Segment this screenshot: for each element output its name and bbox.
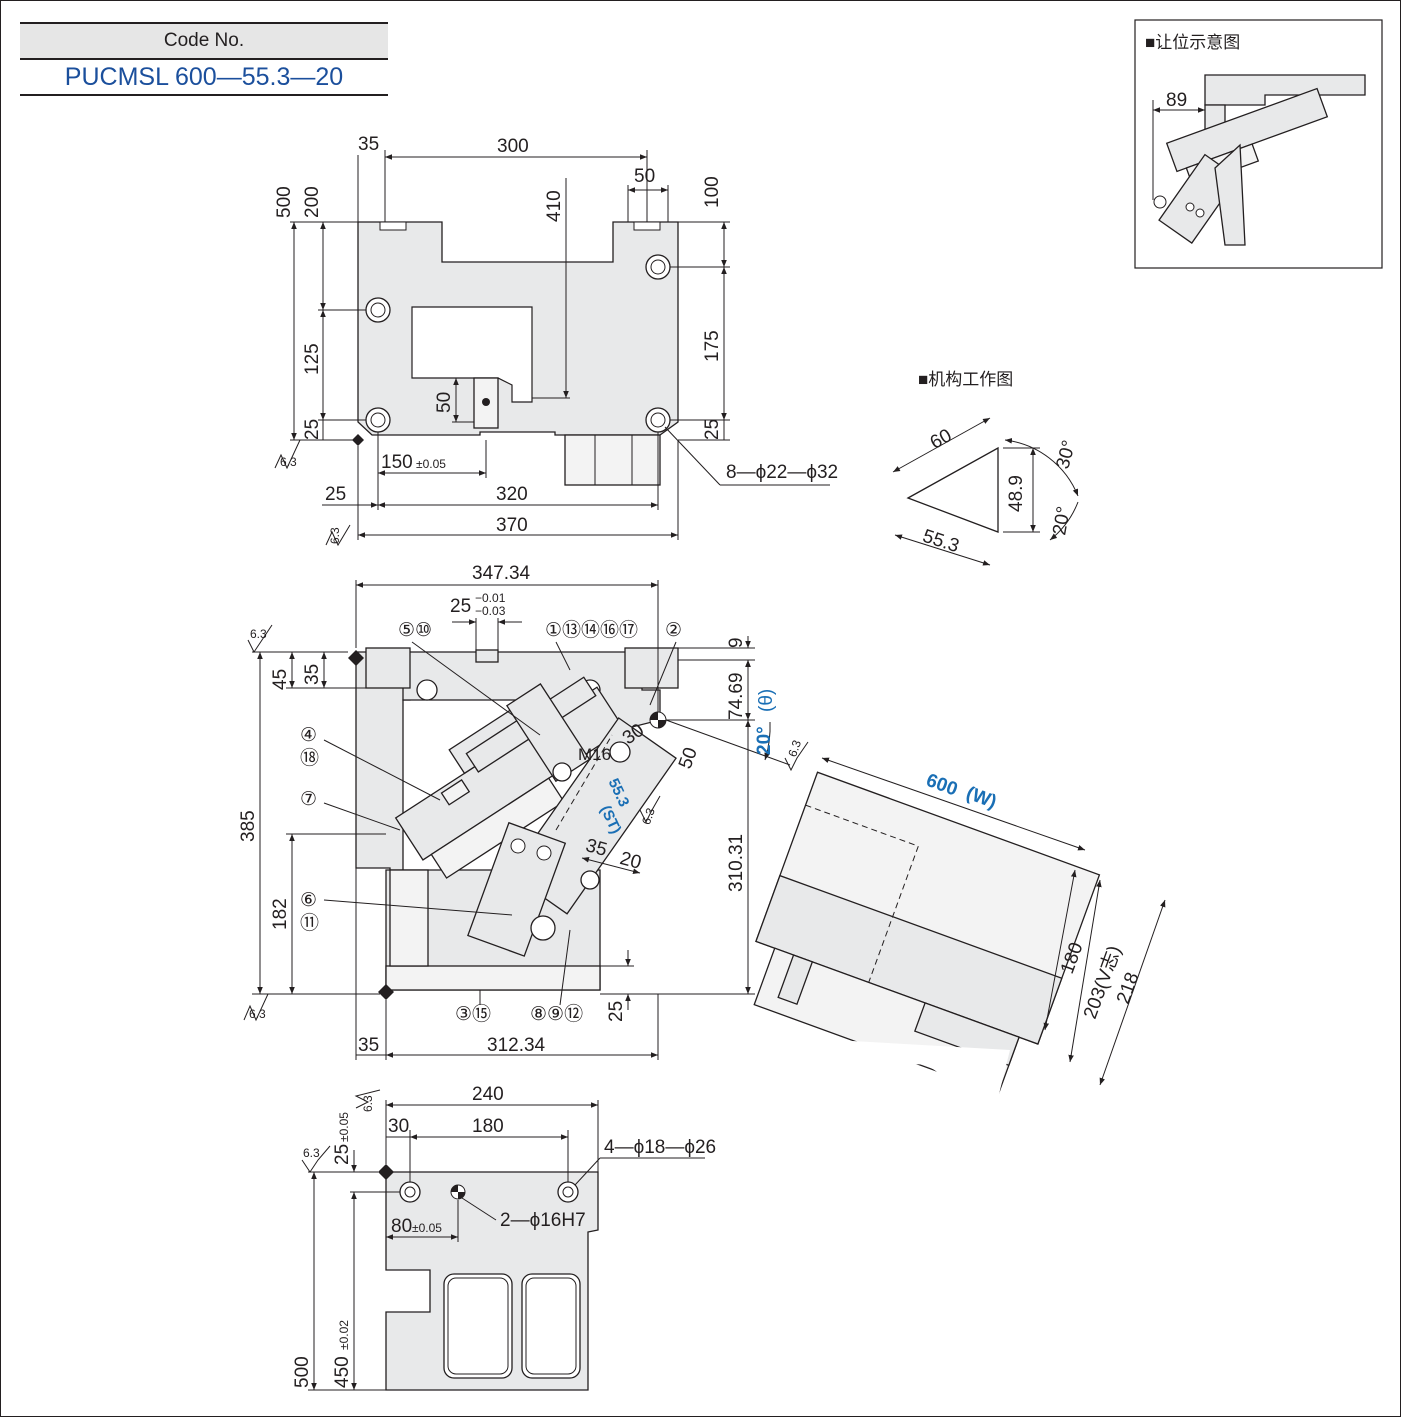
top-dim-right-25: 25 [702, 419, 723, 440]
mech-dim-48-9: 48.9 [1006, 475, 1027, 512]
workpiece-view: 600 (W) 180 203(V志) 218 [753, 757, 1166, 1123]
code-label: Code No. [20, 22, 388, 60]
front-dim-20-slide: 20 [618, 848, 644, 874]
front-dim-25-upper: −0.01 [475, 591, 506, 605]
top-dim-150-tol: ±0.05 [416, 457, 446, 471]
front-dim-35: 35 [302, 664, 323, 685]
top-holes-note: 8—ϕ22—ϕ32 [726, 462, 838, 483]
balloon-7: ⑦ [300, 789, 317, 810]
front-roughness-top: 6.3 [250, 627, 267, 641]
balloon-4: ④ [300, 725, 317, 746]
bottom-dim-240: 240 [472, 1084, 504, 1105]
front-dim-50: 50 [675, 745, 702, 772]
front-dim-bottom-35: 35 [358, 1035, 379, 1056]
bottom-dim-500: 500 [292, 1356, 313, 1388]
balloon-3-15: ③⑮ [455, 1003, 491, 1025]
front-dim-385: 385 [238, 810, 259, 842]
top-dim-370: 370 [496, 515, 528, 536]
top-dim-25: 25 [302, 419, 323, 440]
front-roughness-bottom: 6.3 [249, 1007, 266, 1021]
balloon-1-13-14-16-17: ①⑬⑭⑯⑰ [545, 619, 638, 641]
front-roughness-slide: 6.3 [639, 806, 658, 827]
balloon-5-10: ⑤⑩ [398, 620, 432, 641]
front-dim-310-31: 310.31 [726, 834, 747, 892]
top-dim-inner-50: 50 [434, 392, 455, 413]
bottom-view: 240 30 180 25 ±0.05 500 450 ±0.02 6.3 6.… [292, 1084, 716, 1391]
mech-dim-55-3: 55.3 [920, 526, 962, 557]
front-dim-right-25: 25 [606, 1001, 627, 1022]
balloon-2: ② [665, 620, 682, 641]
front-thread: M16 [578, 745, 611, 764]
mechanism-title: ■机构工作图 [918, 370, 1013, 389]
front-angle-sym: (θ) [756, 689, 777, 712]
top-dim-175: 175 [702, 330, 723, 362]
bottom-holes-note: 4—ϕ18—ϕ26 [604, 1137, 716, 1158]
top-dim-bottom-25: 25 [325, 484, 346, 505]
balloon-18: ⑱ [300, 747, 319, 769]
clearance-inset: ■让位示意图 89 [1134, 19, 1383, 269]
code-value: PUCMSL 600—55.3—20 [20, 58, 388, 96]
bottom-roughness-left: 6.3 [303, 1146, 320, 1160]
top-dim-410: 410 [544, 190, 565, 222]
top-dim-300: 300 [497, 136, 529, 157]
balloon-11: ⑪ [300, 912, 319, 934]
bottom-dim-30: 30 [388, 1116, 409, 1137]
top-dim-150: 150 [381, 452, 413, 473]
front-view: 347.34 25 −0.01 −0.03 ⑤⑩ ①⑬⑭⑯⑰ ② ④ ⑱ ⑦ ⑥… [238, 563, 809, 1060]
balloon-8-9-12: ⑧⑨⑫ [530, 1003, 583, 1025]
front-dim-74-69: 74.69 [726, 672, 747, 720]
top-dim-50: 50 [634, 166, 655, 187]
top-dim-320: 320 [496, 484, 528, 505]
mechanism-diagram: ■机构工作图 60 48.9 55.3 30° 20° [892, 370, 1081, 566]
bottom-pins-note: 2—ϕ16H7 [500, 1210, 586, 1231]
mech-angle-20: 20° [1049, 505, 1075, 537]
workpiece-width-sym: (W) [963, 783, 999, 813]
front-dim-182: 182 [270, 898, 291, 930]
front-dim-25: 25 [450, 596, 471, 617]
front-dim-9: 9 [726, 637, 747, 648]
top-dim-35: 35 [358, 134, 379, 155]
bottom-dim-25-tol: ±0.05 [337, 1112, 351, 1142]
bottom-dim-80-tol: ±0.05 [412, 1221, 442, 1235]
bottom-dim-450-tol: ±0.02 [337, 1320, 351, 1350]
front-dim-25-lower: −0.03 [475, 604, 506, 618]
bottom-dim-180: 180 [472, 1116, 504, 1137]
mech-angle-30: 30° [1053, 438, 1081, 471]
top-roughness-left: 6.3 [280, 455, 297, 469]
top-dim-500: 500 [274, 186, 295, 218]
top-roughness-bottom: 6.3 [328, 527, 342, 544]
bottom-roughness-top: 6.3 [361, 1095, 375, 1112]
front-roughness-angle: 6.3 [785, 738, 804, 759]
bottom-dim-80: 80 [391, 1216, 412, 1237]
front-dim-347-34: 347.34 [472, 563, 531, 584]
front-dim-312-34: 312.34 [487, 1035, 546, 1056]
clearance-title: ■让位示意图 [1145, 33, 1240, 52]
bottom-dim-25: 25 [332, 1144, 353, 1165]
workpiece-dim-218: 218 [1113, 970, 1144, 1007]
front-dim-45: 45 [270, 669, 291, 690]
balloon-6: ⑥ [300, 890, 317, 911]
bottom-dim-450: 450 [332, 1356, 353, 1388]
top-dim-125: 125 [302, 343, 323, 375]
top-dim-200: 200 [302, 186, 323, 218]
clearance-dim: 89 [1166, 90, 1187, 111]
top-dim-100: 100 [702, 176, 723, 208]
front-angle: 20° [754, 726, 775, 755]
mech-dim-60: 60 [927, 425, 956, 454]
workpiece-width: 600 [923, 770, 960, 801]
top-view: 35 300 50 500 200 125 25 6.3 410 50 1 [274, 134, 838, 547]
